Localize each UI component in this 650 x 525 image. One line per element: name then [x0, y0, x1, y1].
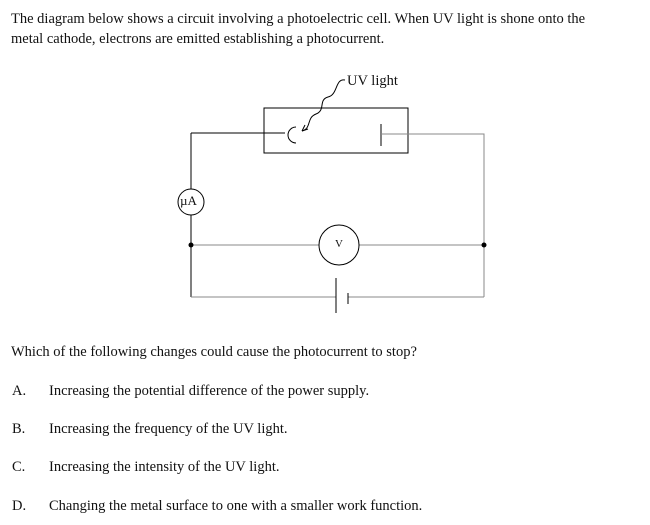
uv-light-ray: [301, 79, 346, 132]
voltmeter-label: V: [335, 238, 343, 250]
option-d-letter: D.: [12, 498, 27, 514]
intro-line-2: metal cathode, electrons are emitted est…: [11, 31, 385, 47]
cathode: [287, 126, 297, 144]
option-a-text: Increasing the potential difference of t…: [49, 383, 370, 399]
option-a-letter: A.: [12, 383, 27, 399]
option-b-text: Increasing the frequency of the UV light…: [49, 421, 288, 437]
option-c-letter: C.: [12, 459, 26, 475]
option-c-text: Increasing the intensity of the UV light…: [49, 459, 280, 475]
uv-light-label: UV light: [347, 73, 398, 89]
junction-right: [481, 242, 487, 248]
circuit-diagram: [177, 79, 487, 313]
option-b-letter: B.: [12, 421, 26, 437]
uv-arrowhead: [301, 124, 309, 132]
ammeter-label: µA: [180, 193, 197, 208]
voltmeter-circle: [318, 224, 360, 266]
junction-left: [188, 242, 194, 248]
question-text: Which of the following changes could cau…: [11, 344, 417, 360]
photocell-tube: [263, 107, 409, 154]
intro-line-1: The diagram below shows a circuit involv…: [11, 11, 586, 27]
ammeter-circle: [177, 188, 205, 216]
wire-right: [381, 133, 485, 297]
option-d-text: Changing the metal surface to one with a…: [49, 498, 423, 514]
